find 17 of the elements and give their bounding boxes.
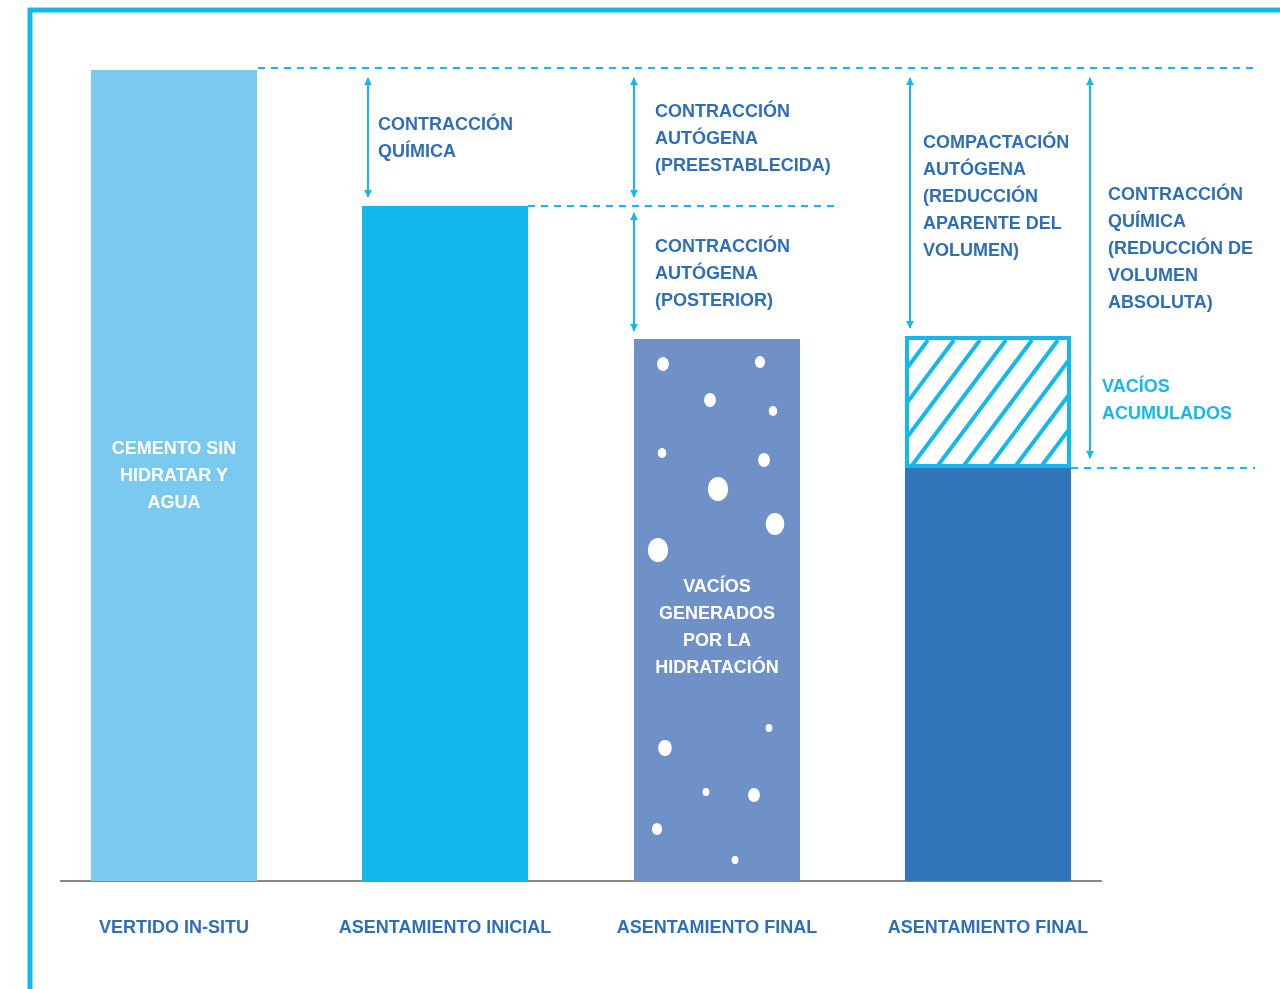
- annotation-text: CONTRACCIÓN QUÍMICA (REDUCCIÓN DE VOLUMEN ABSOLUTA): [1108, 182, 1254, 314]
- category-label: VERTIDO IN-SITU: [98, 916, 250, 939]
- category-label: ASENTAMIENTO FINAL: [615, 916, 819, 939]
- annotation-text: CONTRACCIÓN QUÍMICA: [378, 112, 514, 163]
- bar-label: CEMENTO SIN HIDRATAR Y AGUA: [110, 437, 238, 514]
- bar: [362, 206, 528, 881]
- annotation-text: CONTRACCIÓN AUTÓGENA (POSTERIOR): [655, 234, 791, 312]
- hatched-bar: [905, 336, 1071, 468]
- bar-label: VACÍOS GENERADOS POR LA HIDRATACIÓN: [654, 574, 780, 679]
- bar: [905, 468, 1071, 881]
- category-label: ASENTAMIENTO INICIAL: [337, 916, 553, 939]
- category-label: ASENTAMIENTO FINAL: [886, 916, 1090, 939]
- annotation-text: CONTRACCIÓN AUTÓGENA (PREESTABLECIDA): [655, 99, 832, 177]
- bar: [91, 70, 257, 881]
- bar: [634, 339, 800, 881]
- annotation-text: VACÍOS ACUMULADOS: [1102, 374, 1233, 425]
- annotation-text: COMPACTACIÓN AUTÓGENA (REDUCCIÓN APARENTE DEL VOLUMEN): [923, 130, 1071, 262]
